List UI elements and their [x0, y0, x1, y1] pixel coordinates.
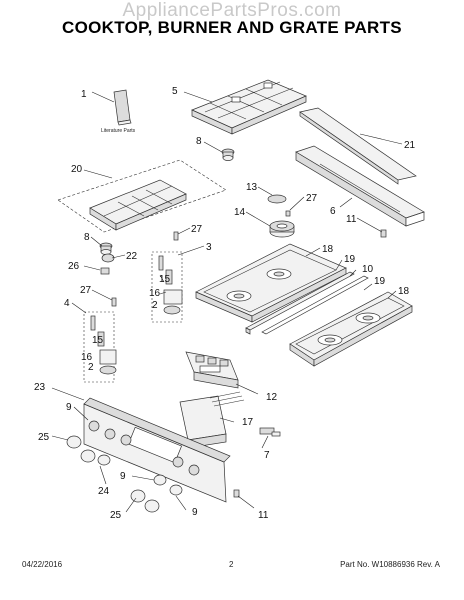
callout-27-top: 27 — [306, 193, 318, 204]
callout-19-upper: 19 — [344, 254, 356, 265]
callout-13: 13 — [246, 182, 258, 193]
spreader — [100, 267, 110, 275]
callout-21: 21 — [404, 140, 416, 151]
callout-27-mid: 27 — [191, 224, 203, 235]
back-panel — [295, 145, 425, 227]
trim-strip — [299, 107, 417, 185]
callout-5: 5 — [172, 86, 178, 97]
switch — [259, 427, 281, 437]
igniter-small — [285, 210, 291, 217]
callout-15-upper: 15 — [159, 274, 171, 285]
screw-lower — [233, 489, 240, 498]
callout-4: 4 — [64, 298, 70, 309]
leader-lines — [51, 91, 403, 513]
callout-10: 10 — [362, 264, 374, 275]
callout-17: 17 — [242, 417, 254, 428]
watermark: AppliancePartsPros.com — [122, 0, 342, 21]
footer-part-number: Part No. W10886936 Rev. A — [340, 560, 440, 569]
literature-booklet — [113, 89, 132, 126]
callout-16-lower: 16 — [81, 352, 93, 363]
callout-9-top: 9 — [66, 402, 72, 413]
callout-18-upper: 18 — [322, 244, 334, 255]
divider-strip — [245, 271, 355, 335]
burner-box-lower — [289, 291, 413, 367]
callout-20: 20 — [71, 164, 83, 175]
callout-14: 14 — [234, 207, 246, 218]
callout-25-left: 25 — [38, 432, 50, 443]
burner-box-upper — [195, 243, 347, 323]
callout-2-upper: 2 — [152, 300, 158, 311]
burner-socket — [101, 253, 115, 263]
callout-9-mid: 9 — [120, 471, 126, 482]
callout-7: 7 — [264, 450, 270, 461]
callout-24: 24 — [98, 486, 110, 497]
callout-8-lower: 8 — [84, 232, 90, 243]
grate-foot-upper — [221, 148, 235, 161]
control-display — [185, 351, 239, 389]
callout-6: 6 — [330, 206, 336, 217]
callout-2-lower: 2 — [88, 362, 94, 373]
burner-cap — [267, 194, 287, 204]
callout-22: 22 — [126, 251, 138, 262]
center-grate — [191, 79, 307, 135]
footer-page-number: 2 — [229, 560, 234, 569]
callout-23: 23 — [34, 382, 46, 393]
footer-date: 04/22/2016 — [22, 560, 63, 569]
screw-mid — [173, 231, 179, 241]
callout-8-upper: 8 — [196, 136, 202, 147]
callout-12: 12 — [266, 392, 278, 403]
callout-9-bottom: 9 — [192, 507, 198, 518]
screw-upper — [380, 229, 387, 238]
callout-19-lower: 19 — [374, 276, 386, 287]
burner-base — [269, 220, 295, 238]
valve-assembly-upper — [151, 251, 183, 323]
callout-11-lower: 11 — [258, 510, 269, 521]
callout-25-bottom: 25 — [110, 510, 122, 521]
callout-16-upper: 16 — [149, 288, 161, 299]
callout-15-lower: 15 — [92, 335, 104, 346]
callout-18-lower: 18 — [398, 286, 410, 297]
page-title: COOKTOP, BURNER AND GRATE PARTS — [62, 18, 402, 37]
side-grate — [57, 159, 227, 233]
callout-1: 1 — [81, 89, 87, 100]
divider-bar — [261, 275, 369, 335]
callout-26: 26 — [68, 261, 80, 272]
callout-27-left: 27 — [80, 285, 92, 296]
valve-assembly-lower — [83, 311, 117, 383]
callout-3: 3 — [206, 242, 212, 253]
control-panel — [83, 397, 231, 503]
grate-foot-lower — [99, 242, 113, 255]
knobs — [66, 435, 183, 513]
screw-left — [111, 297, 117, 307]
callout-numbers: 1 5 8 21 20 13 27 14 6 11 8 27 3 22 18 2… — [34, 86, 416, 521]
callout-11-upper: 11 — [346, 214, 357, 225]
literature-label: Literature Parts — [101, 128, 136, 134]
